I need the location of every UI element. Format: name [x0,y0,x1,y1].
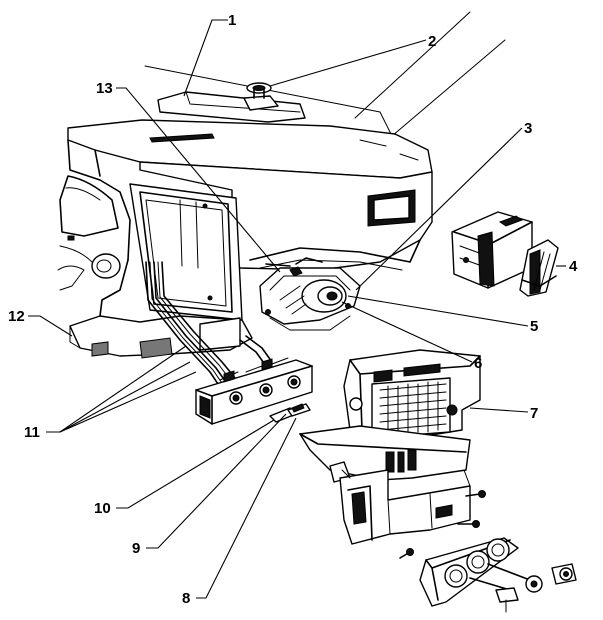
callout-1: 1 [228,12,236,29]
callout-10: 10 [94,500,111,517]
vent-grille [379,381,447,437]
heater-control-panel [195,357,313,425]
callout-4: 4 [569,258,578,275]
control-bezel [419,537,531,607]
leader-lines [28,19,566,599]
mounting-screws [399,490,486,559]
control-cables [145,261,273,391]
center-console-housing [299,349,481,545]
callout-5: 5 [530,318,538,335]
filter-cartridge [519,239,559,297]
windshield-outline [144,11,506,137]
callout-3: 3 [524,120,532,137]
callout-12: 12 [8,308,25,325]
callout-2: 2 [428,33,436,50]
callout-6: 6 [474,355,482,372]
defroster-nozzle [246,82,272,99]
callout-8: 8 [182,590,190,607]
resistor-block [451,211,533,289]
callout-7: 7 [530,405,538,422]
dashboard-panel [67,119,433,271]
callout-labels: 1 2 3 4 5 6 7 8 9 10 11 12 13 [8,12,578,607]
callout-11: 11 [24,424,40,441]
rotary-knobs [495,563,577,613]
callout-9: 9 [132,540,140,557]
defroster-duct [157,91,306,123]
blower-assembly [259,257,361,331]
callout-13: 13 [96,80,113,97]
